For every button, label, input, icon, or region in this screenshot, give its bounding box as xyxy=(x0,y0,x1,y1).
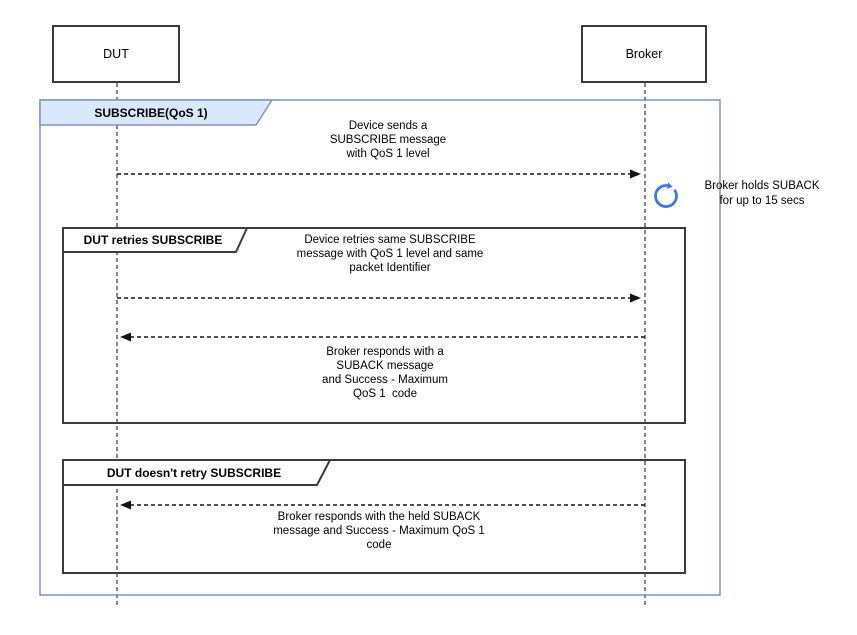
message-subscribe: Device sends a SUBSCRIBE message with Qo… xyxy=(329,120,447,160)
no-retry-frame-label-shape xyxy=(62,459,332,486)
retry-frame-label: DUT retries SUBSCRIBE xyxy=(83,233,223,247)
message-retry-subscribe: Device retries same SUBSCRIBE message wi… xyxy=(296,234,484,274)
retry-frame-label-shape xyxy=(62,227,249,253)
no-retry-frame xyxy=(62,459,686,574)
arrow-suback xyxy=(120,332,645,342)
message-suback: Broker responds with a SUBACK message an… xyxy=(322,346,448,400)
outer-frame-label-shape xyxy=(39,99,274,126)
actor-label-dut: DUT xyxy=(103,47,129,61)
refresh-icon xyxy=(654,182,678,208)
outer-frame-label: SUBSCRIBE(QoS 1) xyxy=(94,105,208,120)
actor-box-broker: Broker xyxy=(581,25,707,83)
outer-frame xyxy=(39,99,721,596)
broker-hold-note: Broker holds SUBACK for up to 15 secs xyxy=(704,180,820,207)
arrow-subscribe xyxy=(117,169,641,179)
retry-frame xyxy=(62,227,686,424)
arrow-held-suback xyxy=(120,500,645,510)
arrow-retry-subscribe xyxy=(117,293,641,303)
actor-label-broker: Broker xyxy=(625,47,663,61)
message-held-suback: Broker responds with the held SUBACK mes… xyxy=(273,511,485,551)
no-retry-frame-label: DUT doesn't retry SUBSCRIBE xyxy=(106,465,282,480)
actor-box-dut: DUT xyxy=(52,25,180,83)
